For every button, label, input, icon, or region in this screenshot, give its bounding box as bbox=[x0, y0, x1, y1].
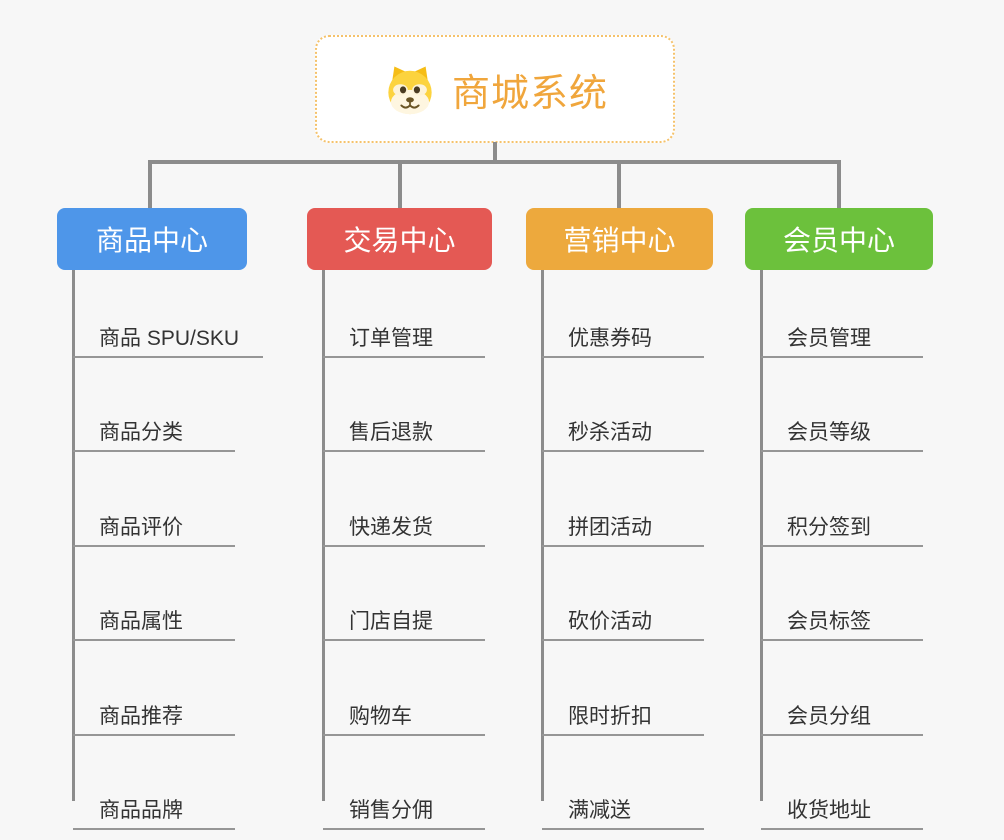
connector-drop-product bbox=[148, 160, 152, 208]
leaf-node[interactable]: 订单管理 bbox=[323, 315, 485, 358]
leaf-label: 砍价活动 bbox=[568, 610, 652, 634]
root-node[interactable]: 商城系统 bbox=[315, 35, 675, 143]
leaf-node[interactable]: 会员等级 bbox=[761, 409, 923, 453]
leaf-node[interactable]: 销售分佣 bbox=[323, 787, 485, 830]
leaf-label: 快递发货 bbox=[349, 515, 433, 539]
connector-trunk bbox=[493, 142, 497, 162]
connector-horizontal-bar bbox=[149, 160, 841, 164]
leaf-node[interactable]: 商品推荐 bbox=[73, 693, 235, 736]
branch-node-product-center[interactable]: 商品中心 bbox=[57, 208, 247, 270]
leaf-node[interactable]: 优惠券码 bbox=[542, 315, 704, 358]
leaf-node[interactable]: 商品分类 bbox=[73, 409, 235, 453]
leaf-label: 会员管理 bbox=[787, 327, 871, 350]
leaf-list-product: 商品 SPU/SKU 商品分类 商品评价 商品属性 商品推荐 商品品牌 bbox=[73, 315, 264, 840]
branch-node-marketing-center[interactable]: 营销中心 bbox=[526, 208, 713, 270]
leaf-label: 秒杀活动 bbox=[568, 421, 652, 445]
leaf-node[interactable]: 会员分组 bbox=[761, 693, 923, 736]
leaf-node[interactable]: 购物车 bbox=[323, 693, 485, 736]
root-title: 商城系统 bbox=[451, 72, 608, 115]
leaf-label: 销售分佣 bbox=[349, 798, 433, 822]
leaf-label: 商品推荐 bbox=[99, 704, 183, 728]
leaf-label: 购物车 bbox=[349, 704, 412, 728]
leaf-label: 商品分类 bbox=[99, 421, 183, 445]
leaf-list-member: 会员管理 会员等级 积分签到 会员标签 会员分组 收货地址 bbox=[761, 315, 923, 840]
connector-column-marketing bbox=[541, 268, 544, 801]
leaf-node[interactable]: 会员标签 bbox=[761, 598, 923, 642]
leaf-label: 商品评价 bbox=[99, 515, 183, 539]
connector-column-trade bbox=[322, 268, 325, 801]
connector-drop-marketing bbox=[617, 160, 621, 208]
leaf-label: 商品属性 bbox=[99, 610, 183, 634]
leaf-node[interactable]: 商品品牌 bbox=[73, 787, 235, 830]
dog-face-icon bbox=[388, 66, 432, 115]
leaf-list-trade: 订单管理 售后退款 快递发货 门店自提 购物车 销售分佣 bbox=[323, 315, 485, 840]
leaf-label: 满减送 bbox=[568, 798, 631, 822]
leaf-node[interactable]: 拼团活动 bbox=[542, 504, 704, 547]
leaf-label: 商品品牌 bbox=[99, 798, 183, 822]
leaf-node[interactable]: 满减送 bbox=[542, 787, 704, 830]
leaf-node[interactable]: 收货地址 bbox=[761, 787, 923, 830]
leaf-label: 会员标签 bbox=[787, 610, 871, 634]
leaf-node[interactable]: 商品评价 bbox=[73, 504, 235, 547]
leaf-node[interactable]: 砍价活动 bbox=[542, 598, 704, 642]
leaf-label: 收货地址 bbox=[787, 798, 871, 822]
leaf-label: 会员分组 bbox=[787, 704, 871, 728]
leaf-node[interactable]: 限时折扣 bbox=[542, 693, 704, 736]
leaf-label: 会员等级 bbox=[787, 421, 871, 445]
leaf-node[interactable]: 快递发货 bbox=[323, 504, 485, 547]
leaf-label: 门店自提 bbox=[349, 610, 433, 634]
leaf-node[interactable]: 积分签到 bbox=[761, 504, 923, 547]
leaf-list-marketing: 优惠券码 秒杀活动 拼团活动 砍价活动 限时折扣 满减送 bbox=[542, 315, 704, 840]
connector-column-member bbox=[760, 268, 763, 801]
leaf-node[interactable]: 商品属性 bbox=[73, 598, 235, 642]
leaf-node[interactable]: 售后退款 bbox=[323, 409, 485, 453]
branch-node-trade-center[interactable]: 交易中心 bbox=[307, 208, 492, 270]
leaf-label: 售后退款 bbox=[349, 421, 433, 445]
leaf-node[interactable]: 商品 SPU/SKU bbox=[73, 315, 264, 358]
leaf-label: 积分签到 bbox=[787, 515, 871, 539]
leaf-node[interactable]: 门店自提 bbox=[323, 598, 485, 642]
leaf-label: 订单管理 bbox=[349, 327, 433, 350]
leaf-label: 商品 SPU/SKU bbox=[99, 327, 240, 350]
leaf-node[interactable]: 会员管理 bbox=[761, 315, 923, 358]
connector-drop-member bbox=[837, 160, 841, 208]
leaf-label: 优惠券码 bbox=[568, 327, 652, 350]
leaf-label: 拼团活动 bbox=[568, 515, 652, 539]
connector-column-product bbox=[72, 268, 75, 801]
connector-drop-trade bbox=[398, 160, 402, 208]
leaf-label: 限时折扣 bbox=[568, 704, 652, 728]
leaf-node[interactable]: 秒杀活动 bbox=[542, 409, 704, 453]
branch-node-member-center[interactable]: 会员中心 bbox=[745, 208, 933, 270]
